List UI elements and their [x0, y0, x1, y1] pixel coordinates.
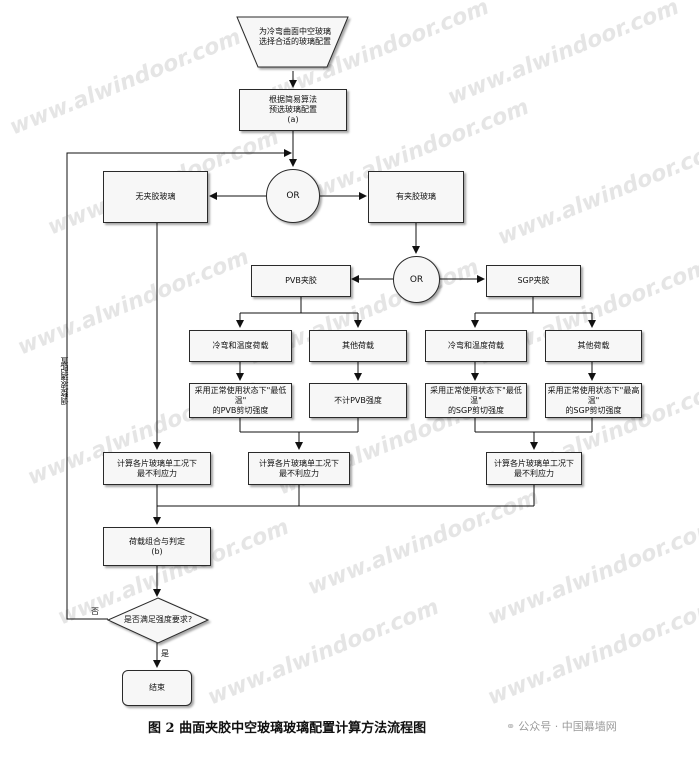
no-interlayer-node: 无夹胶玻璃 — [103, 171, 208, 223]
figure-caption: 图 2 曲面夹胶中空玻璃玻璃配置计算方法流程图 — [148, 721, 427, 736]
edge-label-yes: 是 — [161, 649, 169, 658]
pvb-other-node: 其他荷载 — [309, 330, 407, 362]
edge-decision-no-loop — [66, 149, 292, 620]
edge-label-adjust: 调整玻璃配置 — [60, 357, 69, 405]
wechat-icon: ⚭ — [506, 720, 516, 733]
pvb-shear-min-node: 采用正常使用状态下"最低温" 的PVB剪切强度 — [189, 383, 292, 418]
laminated-node: 有夹胶玻璃 — [368, 171, 464, 223]
calc-pvb-node: 计算各片玻璃单工况下 最不利应力 — [248, 452, 350, 485]
calc-no-interlayer-node: 计算各片玻璃单工况下 最不利应力 — [103, 452, 211, 485]
sgp-other-node: 其他荷载 — [545, 330, 642, 362]
pvb-node: PVB夹胶 — [251, 265, 351, 297]
decision-node-shape — [106, 597, 210, 644]
edge-label-no: 否 — [91, 607, 99, 616]
source-credit: ⚭公众号 · 中国幕墙网 — [506, 718, 617, 734]
sgp-shear-max-node: 采用正常使用状态下"最高温" 的SGP剪切强度 — [545, 383, 642, 418]
pvb-cold-temp-node: 冷弯和温度荷载 — [189, 330, 292, 362]
pvb-no-shear-node: 不计PVB强度 — [309, 383, 407, 418]
combine-node: 荷载组合与判定 (b) — [103, 527, 211, 566]
preselect-node: 根据简易算法 预选玻璃配置 (a) — [239, 89, 347, 131]
start-node-shape — [236, 16, 349, 68]
sgp-node: SGP夹胶 — [486, 265, 581, 297]
start-node: 为冷弯曲面中空玻璃 选择合适的玻璃配置 — [259, 27, 331, 46]
or-gate-2: OR — [393, 256, 440, 303]
sgp-shear-min-node: 采用正常使用状态下"最低温" 的SGP剪切强度 — [425, 383, 527, 418]
or-gate-1: OR — [266, 169, 320, 223]
sgp-cold-temp-node: 冷弯和温度荷载 — [425, 330, 527, 362]
source-text: 公众号 · 中国幕墙网 — [518, 720, 617, 733]
end-node: 结束 — [122, 670, 192, 706]
decision-node: 是否满足强度要求? — [123, 615, 193, 624]
calc-sgp-node: 计算各片玻璃单工况下 最不利应力 — [486, 452, 582, 485]
